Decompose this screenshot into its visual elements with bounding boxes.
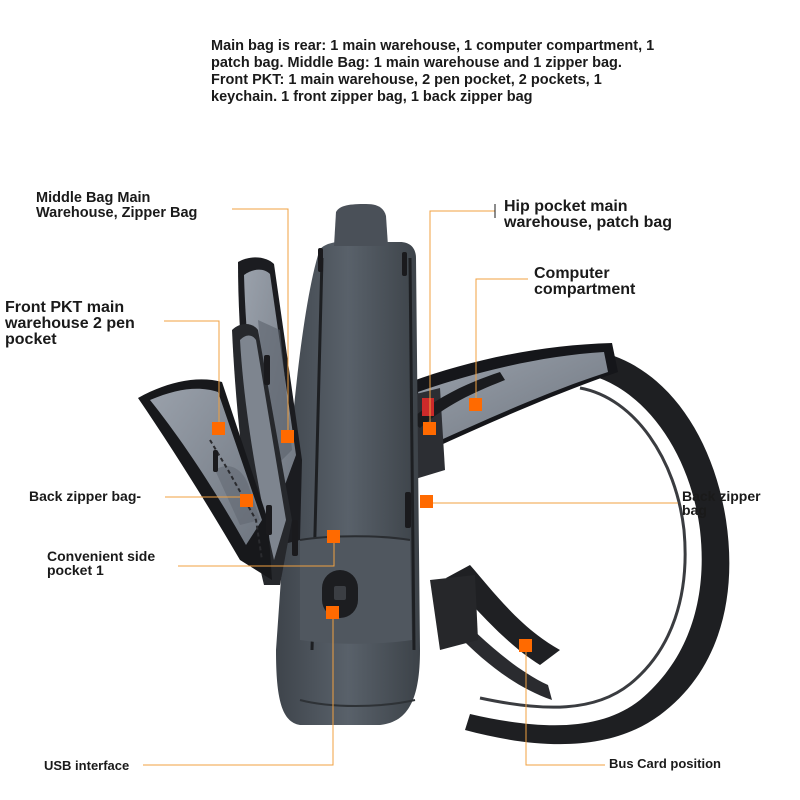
callout-usb: USB interface: [44, 758, 130, 773]
marker-usb: [326, 606, 339, 619]
callout-front-pkt: Front PKT main warehouse 2 pen pocket: [5, 299, 135, 348]
marker-back-zipper-right: [420, 495, 433, 508]
callout-back-zipper-right: Back zipper bag: [682, 488, 761, 518]
callout-middle-bag: Middle Bag Main Warehouse, Zipper Bag: [36, 190, 198, 221]
rear-main-compartment: [276, 204, 420, 725]
feature-description: Main bag is rear: 1 main warehouse, 1 co…: [211, 38, 655, 105]
callout-hip-pocket: Hip pocket main warehouse, patch bag: [504, 198, 673, 231]
marker-front-pkt: [212, 422, 225, 435]
callout-side-pocket: Convenient side pocket 1: [47, 548, 156, 578]
callout-computer-compartment: Computer compartment: [534, 265, 636, 298]
zipper-pulls: [213, 248, 411, 556]
computer-compartment-flap: [410, 343, 618, 480]
marker-computer: [469, 398, 482, 411]
callout-bus-card: Bus Card position: [609, 756, 721, 771]
marker-hip-pocket: [423, 422, 436, 435]
marker-back-zipper-left: [240, 494, 253, 507]
callout-back-zipper-left: Back zipper bag-: [29, 488, 142, 504]
marker-bus-card: [519, 639, 532, 652]
leader-lines: [143, 204, 678, 766]
marker-middle-bag: [281, 430, 294, 443]
hotspot-markers: [212, 398, 532, 652]
marker-side-pocket: [327, 530, 340, 543]
front-pocket: [138, 379, 272, 580]
